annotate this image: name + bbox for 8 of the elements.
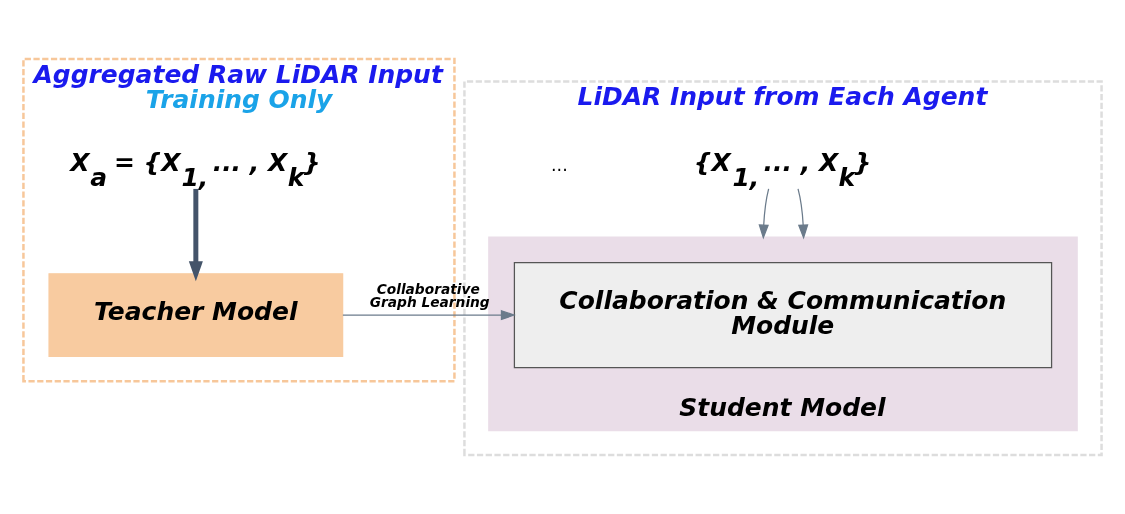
arrow bbox=[758, 188, 770, 240]
arrow bbox=[342, 309, 516, 321]
label: ... bbox=[551, 155, 568, 176]
edge-label: Collaborative Graph Learning bbox=[369, 280, 490, 311]
node-box: Collaboration & Communication Module bbox=[513, 262, 1053, 369]
node-box: Teacher Model bbox=[48, 273, 344, 357]
arrow bbox=[797, 188, 809, 240]
arrow bbox=[188, 188, 203, 282]
